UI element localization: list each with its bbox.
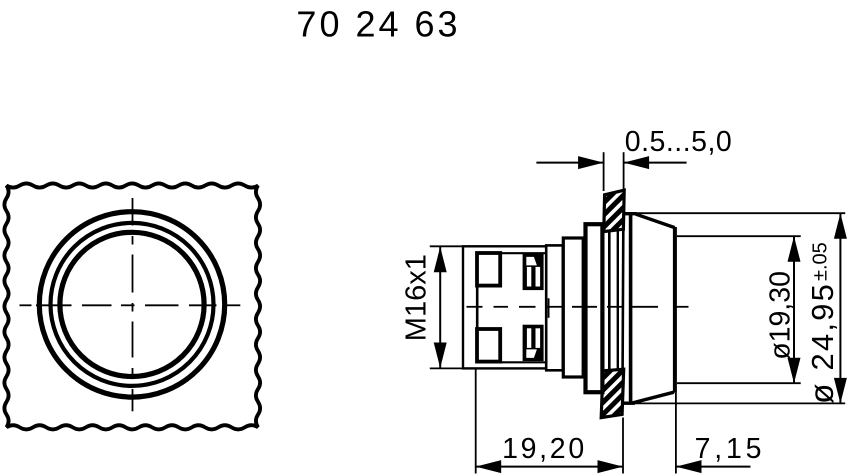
svg-text:19,20: 19,20 xyxy=(502,433,587,465)
svg-text:7,15: 7,15 xyxy=(695,433,766,465)
svg-text:70 24 63: 70 24 63 xyxy=(296,4,460,45)
svg-text:±.05: ±.05 xyxy=(810,242,832,281)
svg-text:M16x1: M16x1 xyxy=(400,254,432,341)
svg-text:ø 24,95: ø 24,95 xyxy=(804,282,841,404)
svg-text:0.5...5,0: 0.5...5,0 xyxy=(625,126,733,158)
svg-text:ø19,30: ø19,30 xyxy=(765,271,797,360)
